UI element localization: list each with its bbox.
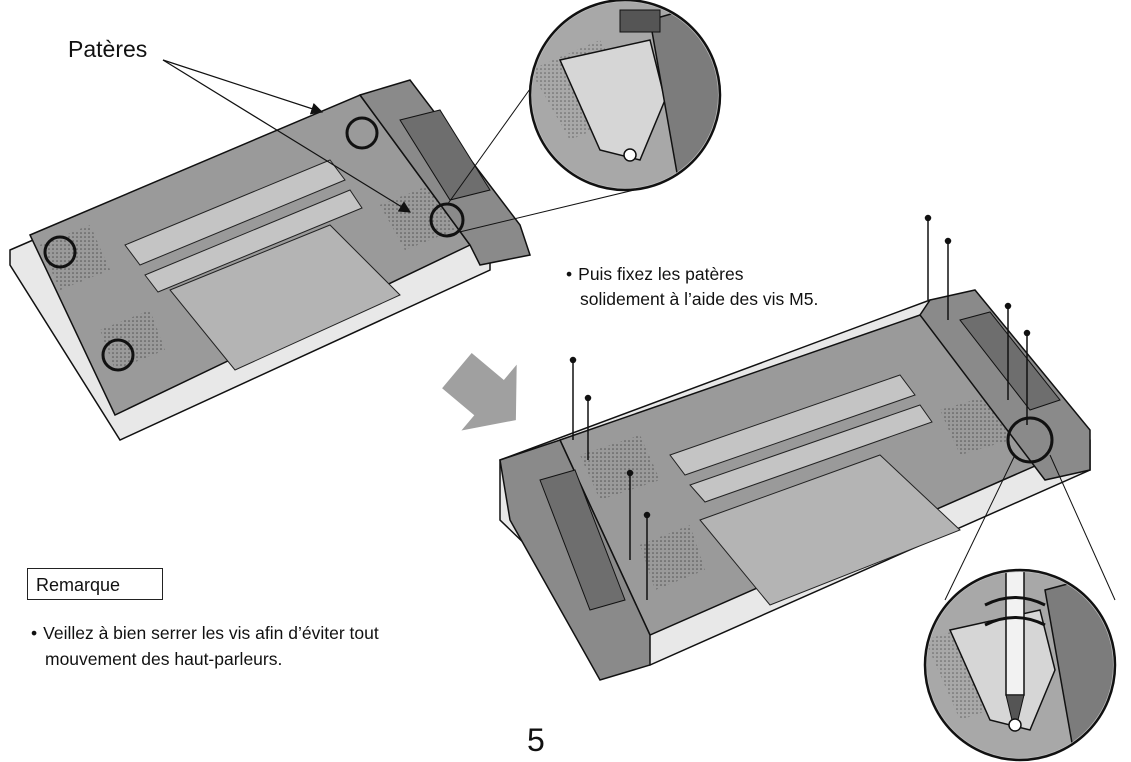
zoom-line	[446, 74, 541, 206]
pointer-line-1	[162, 59, 324, 115]
instruction-line-2: solidement à l’aide des vis M5.	[580, 289, 819, 309]
tv-back-right	[499, 214, 1091, 681]
zoom-line	[1049, 454, 1116, 601]
direction-arrow	[442, 352, 517, 431]
instruction-line-1: Puis fixez les patères	[566, 264, 744, 284]
pointer-line-2	[162, 59, 412, 213]
note-title: Remarque	[27, 568, 163, 600]
zoom-detail-top	[528, 0, 722, 192]
zoom-detail-bottom	[923, 568, 1117, 762]
zoom-line	[944, 454, 1016, 601]
instruction-text: Puis fixez les patères solidement à l’ai…	[566, 262, 818, 312]
page-number: 5	[527, 722, 545, 758]
note-line-2: mouvement des haut-parleurs.	[45, 649, 283, 669]
note-text: Veillez à bien serrer les vis afin d’évi…	[31, 620, 379, 672]
note-line-1: Veillez à bien serrer les vis afin d’évi…	[31, 623, 379, 643]
bracket-label: Patères	[68, 36, 148, 62]
zoom-line	[446, 184, 656, 236]
tv-back-left	[9, 79, 531, 441]
